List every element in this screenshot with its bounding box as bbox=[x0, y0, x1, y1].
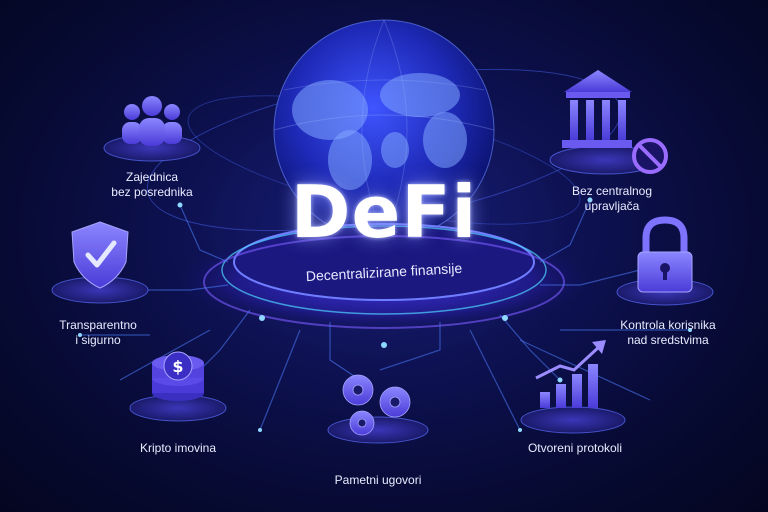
transparent-node bbox=[51, 221, 149, 304]
label-crypto-line1: Kripto imovina bbox=[139, 441, 217, 455]
label-protocols-line1: Otvoreni protokoli bbox=[527, 441, 623, 455]
label-community-line1: Zajednica bbox=[125, 170, 179, 184]
label-transparent-line1: Transparentno bbox=[59, 318, 137, 332]
label-protocols: Otvoreni protokoli bbox=[505, 441, 645, 456]
label-control-line2: nad sredstvima bbox=[627, 333, 709, 347]
protocols-node bbox=[520, 340, 626, 434]
control-node bbox=[616, 216, 714, 306]
gears-icon bbox=[342, 374, 411, 436]
globe-icon bbox=[273, 19, 495, 241]
people-icon bbox=[122, 96, 182, 146]
padlock-icon bbox=[637, 216, 693, 293]
label-community: Zajednica bez posrednika bbox=[82, 170, 222, 200]
contracts-node bbox=[327, 374, 429, 444]
bank-no-icon bbox=[562, 70, 668, 174]
label-contracts: Pametni ugovori bbox=[308, 473, 448, 488]
label-nocentral-line2: upravljača bbox=[584, 199, 640, 213]
coin-stack-icon: $ bbox=[152, 351, 204, 401]
svg-text:$: $ bbox=[172, 357, 183, 376]
label-nocentral: Bez centralnog upravljača bbox=[542, 184, 682, 214]
label-contracts-line1: Pametni ugovori bbox=[334, 473, 422, 487]
central-platform bbox=[174, 223, 594, 330]
nocentral-node bbox=[549, 70, 668, 175]
defi-title: DeFi bbox=[290, 170, 478, 254]
label-crypto: Kripto imovina bbox=[108, 441, 248, 456]
label-community-line2: bez posrednika bbox=[111, 185, 193, 199]
label-transparent-line2: i sigurno bbox=[75, 333, 121, 347]
growth-chart-icon bbox=[535, 340, 606, 408]
label-control: Kontrola korisnika nad sredstvima bbox=[598, 318, 738, 348]
label-transparent: Transparentno i sigurno bbox=[28, 318, 168, 348]
crypto-node: $ bbox=[129, 351, 227, 422]
shield-check-icon bbox=[71, 221, 129, 289]
community-node bbox=[103, 96, 201, 162]
label-control-line1: Kontrola korisnika bbox=[620, 318, 716, 332]
label-nocentral-line1: Bez centralnog bbox=[571, 184, 653, 198]
